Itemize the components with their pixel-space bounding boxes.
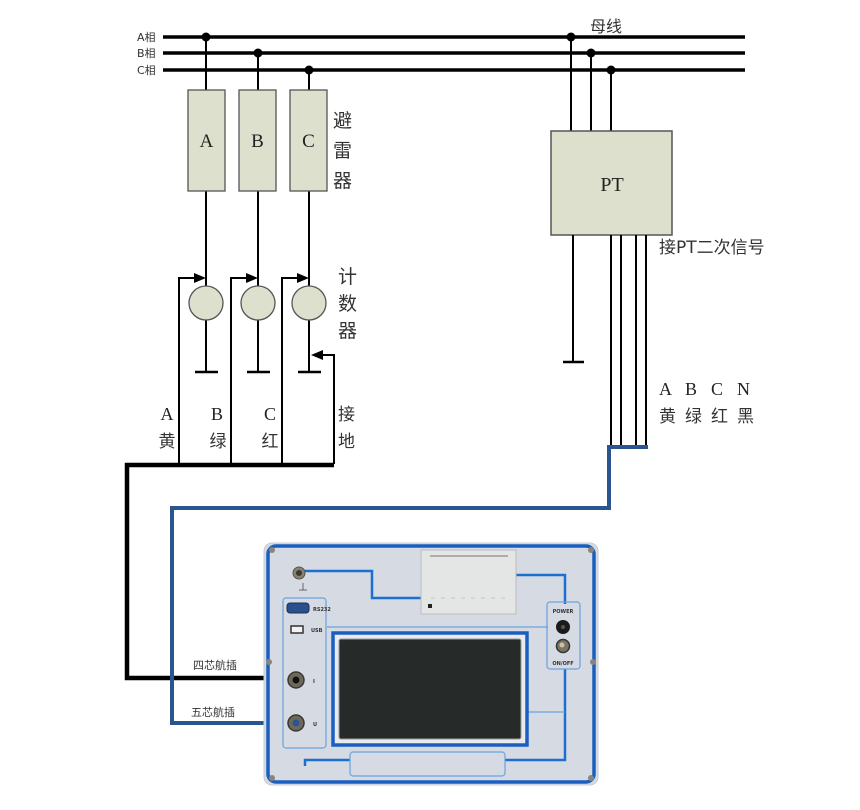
rs232-port[interactable]: RS232 [286, 602, 331, 614]
arrow-icon [297, 273, 309, 283]
bus-label-b: B相 [137, 47, 156, 60]
bus-title: 母线 [590, 17, 622, 36]
screw-icon [269, 775, 275, 781]
counter-b [240, 285, 276, 321]
power-label: POWER [553, 609, 574, 615]
current-connector[interactable]: I [287, 671, 315, 689]
lead-a-letter: A [161, 404, 174, 424]
bus-label-c: C相 [137, 64, 156, 77]
printer-button[interactable] [428, 604, 432, 608]
svg-text:USB: USB [311, 628, 323, 634]
four-core-plug-label: 四芯航插 [193, 658, 237, 672]
svg-text:I: I [313, 679, 315, 685]
test-leads [178, 277, 335, 464]
svg-text:黄: 黄 [659, 407, 676, 427]
arrester-c: C [289, 89, 328, 192]
power-group: POWER ON/OFF [552, 609, 573, 667]
svg-text:A: A [200, 131, 214, 152]
svg-text:黑: 黑 [737, 407, 754, 427]
power-switch[interactable] [555, 638, 571, 654]
pt-wire-legend: A B C N 黄 绿 红 黑 [659, 379, 754, 427]
pt-primary-wires [570, 37, 612, 131]
pt-box: PT [550, 130, 673, 236]
voltage-cable [170, 445, 648, 725]
panel-traces [300, 569, 567, 766]
arrester-title-3: 器 [333, 170, 352, 192]
svg-text:C: C [302, 131, 315, 152]
lead-arrowheads [194, 273, 323, 360]
arrow-icon [194, 273, 206, 283]
screw-icon [588, 775, 594, 781]
printer [420, 549, 517, 615]
counter-c [291, 285, 327, 321]
arrow-icon [246, 273, 258, 283]
arrester-title-2: 雷 [333, 140, 352, 162]
lead-c-letter: C [264, 404, 276, 424]
arrester-a: A [187, 89, 226, 192]
lead-ground-2: 地 [338, 432, 355, 452]
screw-icon [266, 659, 272, 665]
bus-label-a: A相 [137, 31, 156, 44]
screw-icon [590, 659, 596, 665]
power-socket[interactable] [556, 620, 570, 634]
svg-text:A: A [659, 379, 672, 399]
svg-text:B: B [685, 379, 697, 399]
svg-text:B: B [251, 131, 264, 152]
svg-text:C: C [711, 379, 723, 399]
five-core-plug-label: 五芯航插 [191, 705, 235, 719]
svg-text:红: 红 [711, 407, 728, 427]
lead-b-color: 绿 [210, 432, 227, 452]
arrester-title-1: 避 [333, 110, 352, 132]
lead-ground-1: 接 [338, 405, 355, 425]
counters [188, 285, 327, 321]
arrester-wires [195, 37, 321, 374]
usb-port[interactable]: USB [290, 625, 323, 634]
instrument-panel: RS232 USB I U POWER [263, 542, 599, 786]
current-cable [124, 462, 334, 681]
pt-label: PT [600, 174, 623, 196]
display-screen[interactable] [331, 631, 529, 747]
screw-icon [269, 547, 275, 553]
counter-a [188, 285, 224, 321]
pt-secondary-wires [563, 235, 647, 447]
lead-a-color: 黄 [159, 432, 176, 452]
onoff-label: ON/OFF [552, 661, 573, 667]
pt-secondary-label: 接PT二次信号 [659, 238, 765, 258]
panel-outlines [282, 597, 581, 777]
arrester-b: B [238, 89, 277, 192]
screw-icon [588, 547, 594, 553]
lead-c-color: 红 [262, 432, 279, 452]
svg-text:RS232: RS232 [313, 607, 331, 613]
counter-title-1: 计 [338, 266, 357, 288]
svg-text:绿: 绿 [685, 407, 702, 427]
svg-text:N: N [737, 379, 750, 399]
bus-bars [163, 35, 745, 72]
ground-terminal[interactable] [292, 566, 307, 591]
counter-title-3: 器 [338, 320, 357, 342]
voltage-connector[interactable]: U [287, 714, 317, 732]
svg-text:U: U [313, 722, 317, 728]
counter-title-2: 数 [338, 293, 357, 315]
lead-b-letter: B [211, 404, 223, 424]
arrow-icon [311, 350, 323, 360]
